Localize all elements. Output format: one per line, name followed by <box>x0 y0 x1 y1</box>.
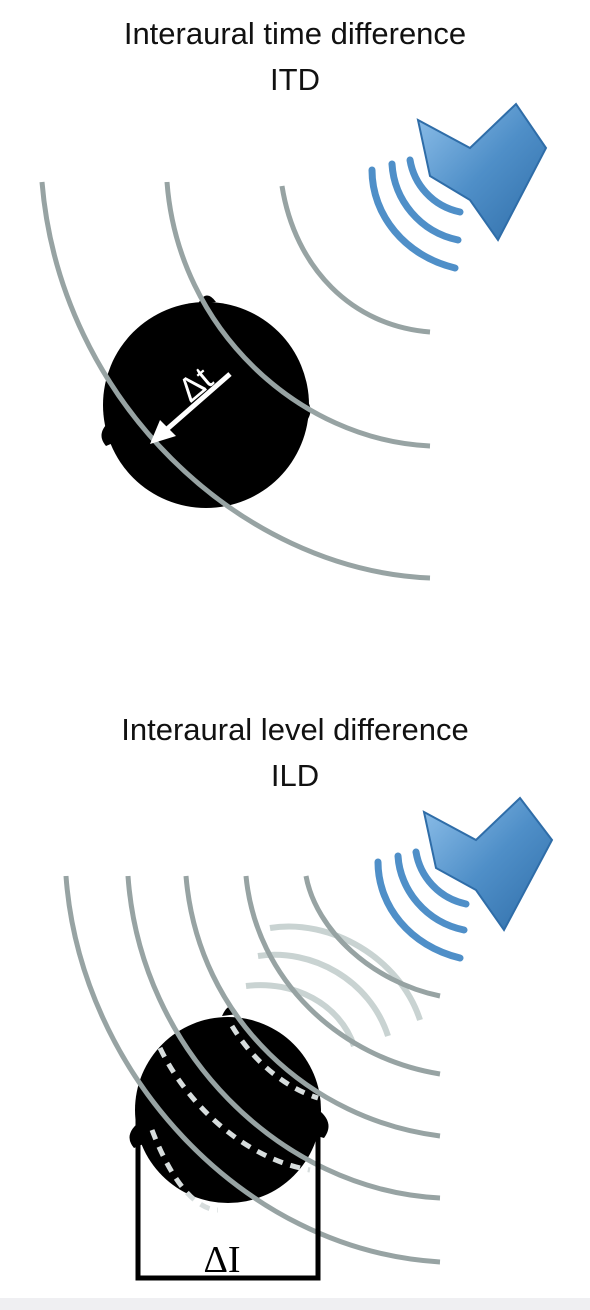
wavefront-3 <box>279 185 431 335</box>
bottom-strip <box>0 1298 590 1310</box>
itd-panel: Interaural time difference ITD <box>0 0 590 640</box>
ild-title: Interaural level difference <box>121 712 469 747</box>
head-icon <box>101 295 311 508</box>
wavefront-2 <box>164 181 431 449</box>
wavefront-5 <box>303 875 441 999</box>
itd-abbreviation: ITD <box>270 62 320 97</box>
delta-i-bracket <box>135 1110 321 1281</box>
itd-diagram: Δt <box>39 102 548 581</box>
wavefront-1 <box>39 181 431 581</box>
wavefront-1 <box>63 875 441 1265</box>
ild-delta-label: ΔI <box>203 1239 240 1281</box>
itd-title: Interaural time difference <box>123 16 467 51</box>
sound-wavefronts <box>63 875 441 1265</box>
speaker-icon <box>422 796 554 932</box>
speaker-icon <box>416 102 548 242</box>
wavefront-3 <box>183 875 441 1139</box>
delta-t-arrow <box>150 372 232 444</box>
wavefront-2 <box>125 875 441 1201</box>
sound-waves-icon <box>374 848 470 962</box>
attenuated-wavefronts <box>149 1024 319 1213</box>
ild-abbreviation: ILD <box>270 758 320 793</box>
sound-wavefronts <box>39 181 431 581</box>
reflected-wavefronts <box>245 923 423 1048</box>
sound-waves-icon <box>368 156 464 272</box>
head-icon <box>129 1006 329 1203</box>
ild-panel: Interaural level difference ILD <box>0 690 590 1310</box>
wavefront-4 <box>243 875 441 1077</box>
ild-diagram: ΔI <box>63 796 554 1281</box>
